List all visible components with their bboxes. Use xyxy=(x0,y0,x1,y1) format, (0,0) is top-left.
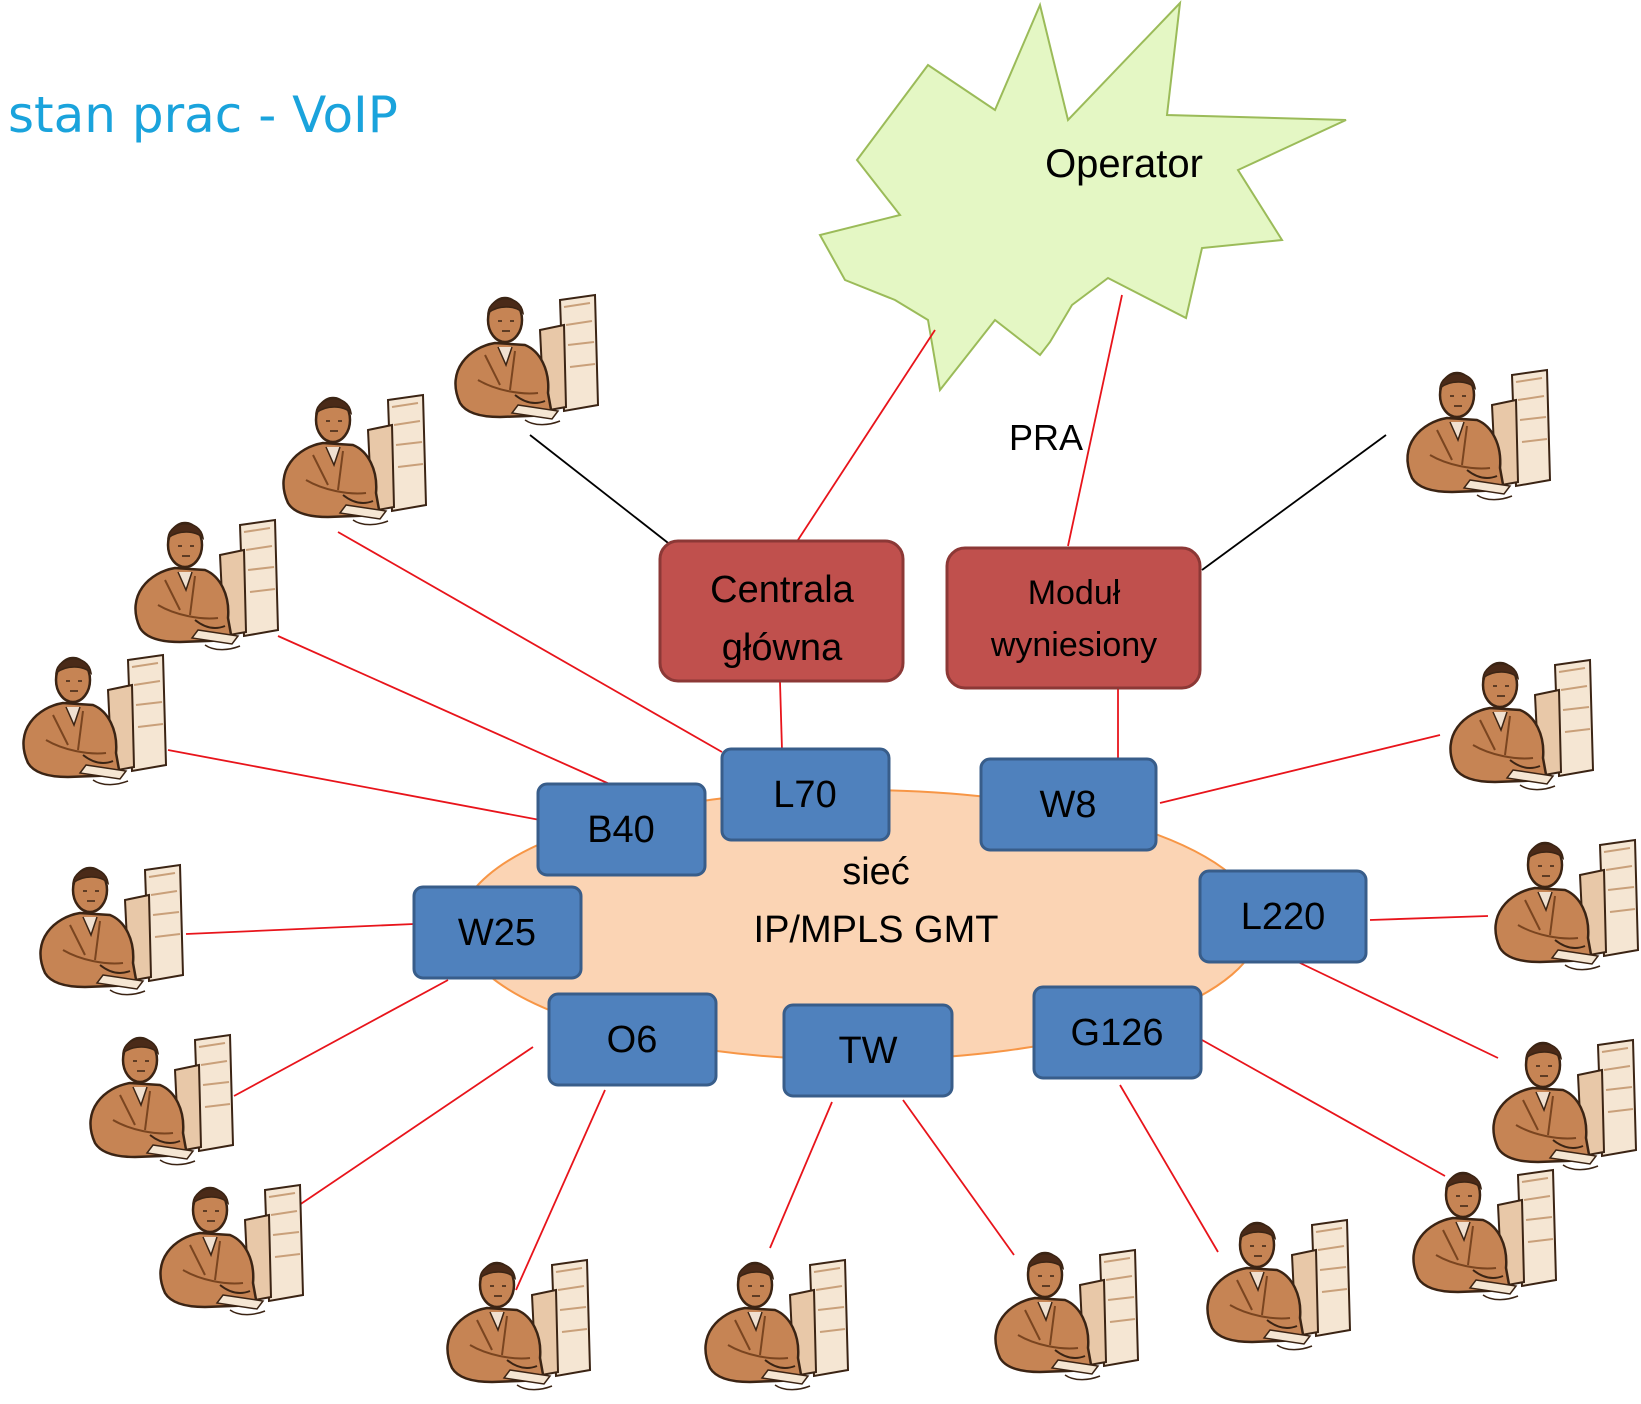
node-tw-label: TW xyxy=(838,1030,897,1072)
node-w8[interactable]: W8 xyxy=(979,757,1158,852)
node-o6-label: O6 xyxy=(607,1019,658,1061)
network-label-line2: IP/MPLS GMT xyxy=(754,909,999,951)
pbx-remote-module[interactable]: Moduł wyniesiony xyxy=(945,546,1202,690)
person-at-computer-icon[interactable] xyxy=(282,393,428,526)
node-b40-label: B40 xyxy=(587,809,655,851)
person-at-computer-icon[interactable] xyxy=(39,863,185,996)
person-at-computer-icon[interactable] xyxy=(1206,1218,1352,1351)
red-links xyxy=(167,294,1499,1291)
node-tw[interactable]: TW xyxy=(782,1003,954,1098)
page-title: stan prac - VoIP xyxy=(8,86,398,144)
person-at-computer-icon[interactable] xyxy=(22,653,168,786)
pbx-main-label-line1: Centrala xyxy=(710,569,854,611)
node-l220-label: L220 xyxy=(1241,896,1326,938)
person-at-computer-icon[interactable] xyxy=(89,1033,235,1166)
pbx-main-label-line2: główna xyxy=(722,627,843,669)
node-w8-label: W8 xyxy=(1040,784,1097,826)
pbx-remote-label-line2: wyniesiony xyxy=(990,626,1157,664)
node-g126[interactable]: G126 xyxy=(1032,985,1203,1080)
pbx-main[interactable]: Centrala główna xyxy=(658,539,905,683)
node-o6[interactable]: O6 xyxy=(547,992,718,1087)
operator-burst-shape xyxy=(818,0,1347,393)
node-b40[interactable]: B40 xyxy=(536,782,707,877)
operator-label: Operator xyxy=(1045,142,1203,186)
node-l70[interactable]: L70 xyxy=(720,747,891,842)
node-w25-label: W25 xyxy=(458,912,536,954)
person-at-computer-icon[interactable] xyxy=(994,1248,1140,1381)
node-g126-label: G126 xyxy=(1071,1012,1164,1054)
person-at-computer-icon[interactable] xyxy=(134,518,280,651)
person-at-computer-icon[interactable] xyxy=(1412,1168,1558,1301)
person-at-computer-icon[interactable] xyxy=(704,1258,850,1391)
node-l220[interactable]: L220 xyxy=(1198,869,1368,964)
person-at-computer-icon[interactable] xyxy=(1492,1038,1638,1171)
network-label-line1: sieć xyxy=(842,851,910,893)
pbx-remote-label-line1: Moduł xyxy=(1028,574,1121,612)
person-at-computer-icon[interactable] xyxy=(446,1258,592,1391)
person-at-computer-icon[interactable] xyxy=(1494,838,1640,971)
person-at-computer-icon[interactable] xyxy=(159,1183,305,1316)
person-at-computer-icon[interactable] xyxy=(1406,368,1552,501)
black-links xyxy=(529,434,1387,571)
person-at-computer-icon[interactable] xyxy=(454,293,600,426)
node-l70-label: L70 xyxy=(773,774,836,816)
person-at-computer-icon[interactable] xyxy=(1449,658,1595,791)
pra-link-label: PRA xyxy=(1009,417,1083,458)
node-w25[interactable]: W25 xyxy=(412,885,583,980)
